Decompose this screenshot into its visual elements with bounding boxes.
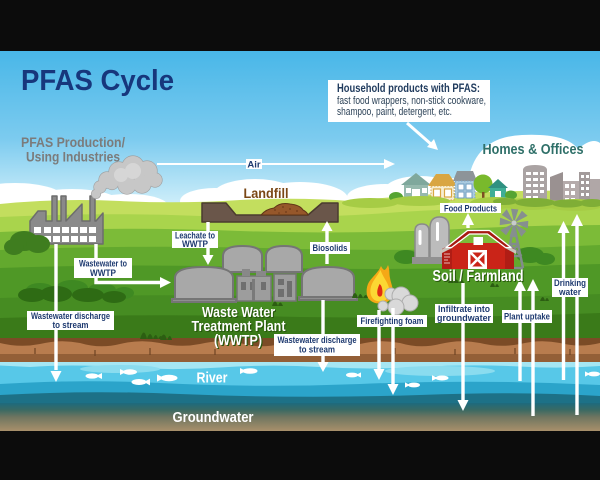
svg-text:to stream: to stream bbox=[299, 345, 335, 356]
svg-text:Groundwater: Groundwater bbox=[173, 410, 254, 426]
svg-text:Household products with PFAS:: Household products with PFAS: bbox=[337, 83, 480, 95]
svg-text:Soil / Farmland: Soil / Farmland bbox=[434, 269, 525, 286]
svg-text:WWTP: WWTP bbox=[182, 239, 209, 250]
svg-text:Wastewater discharge: Wastewater discharge bbox=[278, 335, 357, 346]
svg-text:Infiltrate into: Infiltrate into bbox=[438, 304, 490, 315]
svg-text:Drinking: Drinking bbox=[554, 278, 586, 289]
svg-text:Using Industries: Using Industries bbox=[26, 150, 120, 165]
svg-text:PFAS Cycle: PFAS Cycle bbox=[21, 65, 174, 97]
svg-text:Air: Air bbox=[247, 160, 261, 171]
svg-text:groundwater: groundwater bbox=[437, 313, 491, 324]
svg-text:Treatment Plant: Treatment Plant bbox=[193, 319, 287, 336]
svg-text:Waste Water: Waste Water bbox=[202, 304, 275, 321]
svg-text:Wastewater discharge: Wastewater discharge bbox=[31, 311, 110, 322]
svg-text:(WWTP): (WWTP) bbox=[215, 333, 263, 350]
svg-text:Plant uptake: Plant uptake bbox=[504, 312, 550, 323]
svg-text:Treatment Plant: Treatment Plant bbox=[192, 318, 286, 335]
svg-text:Homes & Offices: Homes & Offices bbox=[483, 142, 584, 158]
svg-text:Wastewater to: Wastewater to bbox=[79, 259, 127, 270]
svg-text:Biosolids: Biosolids bbox=[313, 243, 348, 254]
svg-text:Waste Water: Waste Water bbox=[203, 305, 276, 322]
svg-text:WWTP: WWTP bbox=[90, 268, 117, 279]
svg-text:Leachate to: Leachate to bbox=[175, 231, 215, 242]
svg-text:to stream: to stream bbox=[53, 320, 89, 331]
svg-text:PFAS Production/: PFAS Production/ bbox=[21, 135, 125, 150]
svg-text:River: River bbox=[197, 370, 228, 387]
svg-text:(WWTP): (WWTP) bbox=[214, 332, 262, 349]
svg-text:Firefighting foam: Firefighting foam bbox=[361, 316, 424, 327]
svg-text:water: water bbox=[558, 287, 581, 298]
svg-text:shampoo, paint, detergent, etc: shampoo, paint, detergent, etc. bbox=[337, 106, 452, 118]
svg-text:Food Products: Food Products bbox=[444, 204, 497, 215]
svg-text:Soil / Farmland: Soil / Farmland bbox=[433, 268, 524, 285]
svg-text:fast food wrappers, non-stick: fast food wrappers, non-stick cookware, bbox=[337, 95, 486, 107]
svg-text:Landfill: Landfill bbox=[244, 185, 289, 201]
